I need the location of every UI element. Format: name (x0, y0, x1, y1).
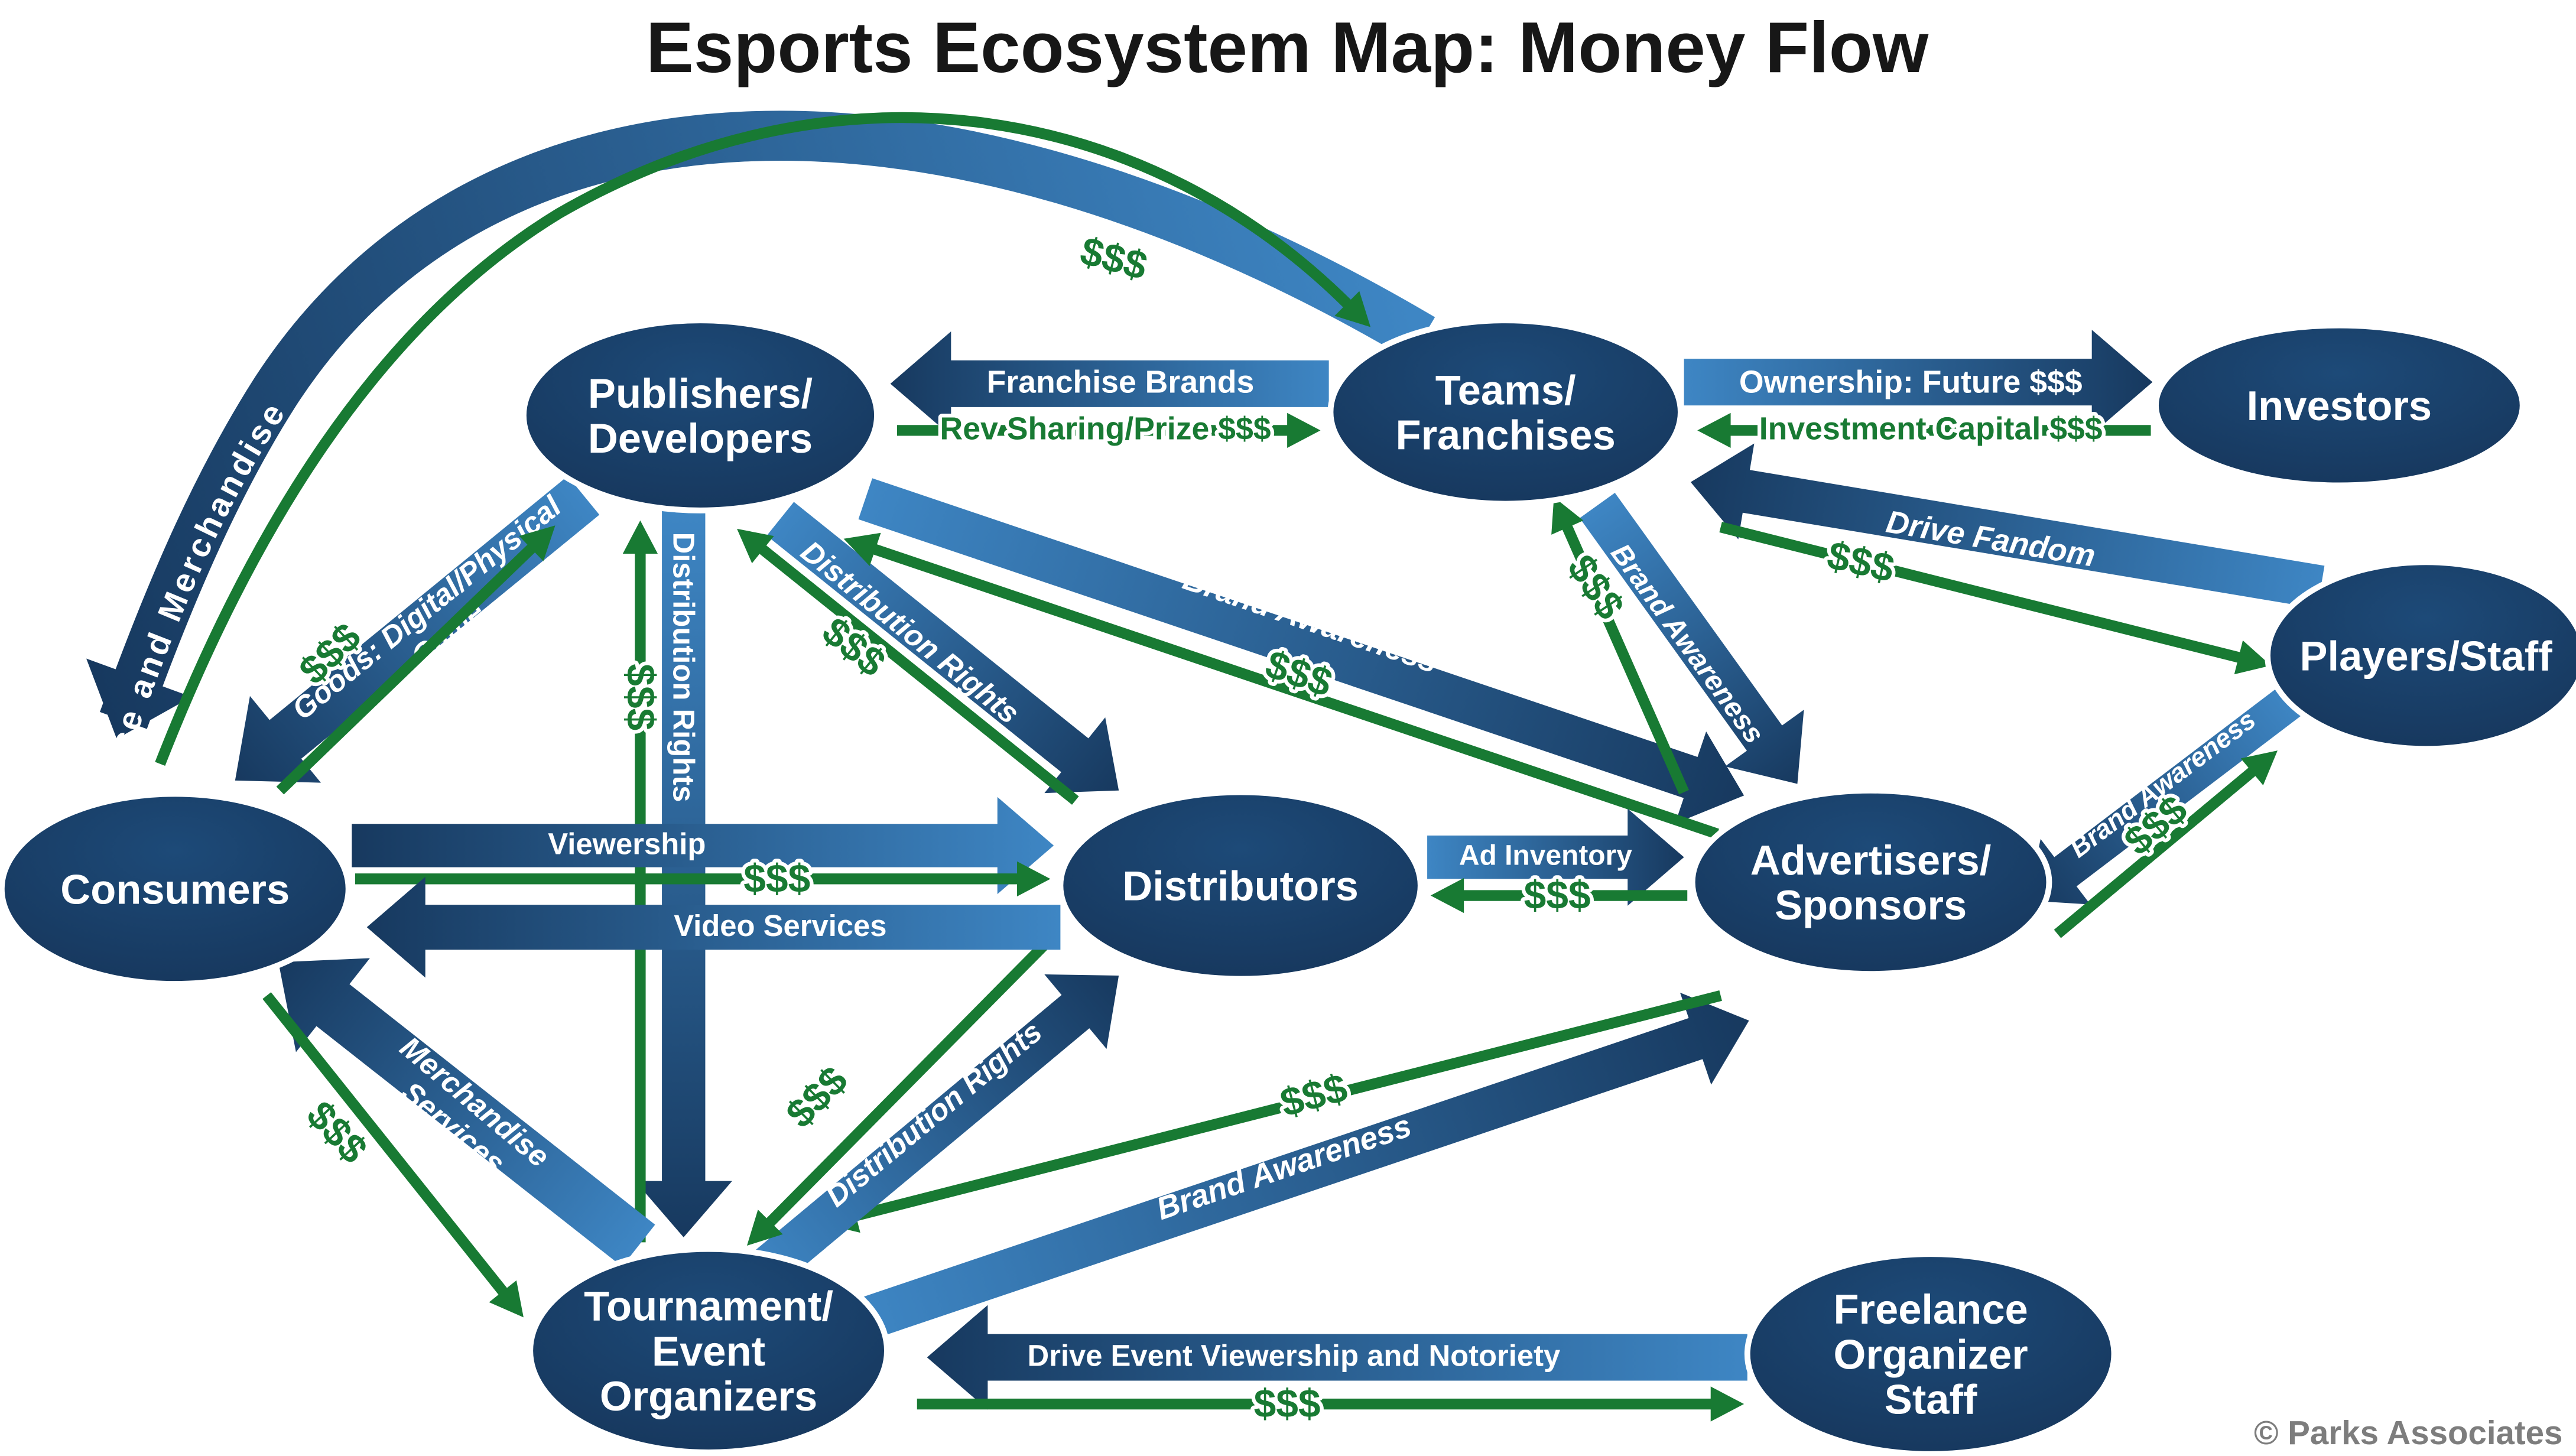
edge-label: $$$ (1276, 1065, 1352, 1126)
arrowhead-icon (2234, 640, 2271, 675)
nodes-layer: Consumers Publishers/Developers Teams/Fran… (0, 317, 2576, 1456)
arrowhead-icon (843, 532, 881, 566)
arrowhead-icon (1551, 497, 1584, 535)
arrowhead-icon (489, 1280, 524, 1318)
arrowhead-icon (635, 1181, 732, 1237)
node-label: Advertisers/Sponsors (1750, 836, 1992, 928)
arrowhead-icon (1430, 878, 1464, 914)
edge-label: Distribution Rights (667, 532, 700, 802)
edge-freelance-tournament-drive-event: Drive Event Viewership and Notoriety (927, 1305, 1747, 1410)
node-publishers: Publishers/Developers (520, 317, 880, 514)
arrowhead-icon (746, 1210, 783, 1246)
edge-distributors-consumers-video-services: Video Services (366, 876, 1061, 978)
edge-teams-investors-ownership: Ownership: Future $$$ (1684, 330, 2153, 435)
edge-label: Ad Inventory (1459, 840, 1632, 871)
arrowhead-icon (86, 658, 192, 739)
node-distributors: Distributors (1057, 789, 1424, 982)
arrowhead-icon (890, 331, 951, 436)
edge-pubs-teams-money: Rev Sharing/Prize $$$ (896, 407, 1321, 450)
arrowhead-icon (1044, 717, 1119, 794)
arrowhead-icon (1690, 443, 1755, 540)
arrowhead-icon (1697, 412, 1731, 448)
arrowhead-icon (519, 525, 556, 561)
arrowhead-icon (1680, 992, 1749, 1085)
edge-investors-teams-money: Investment Capital $$$ (1697, 407, 2151, 450)
node-players: Players/Staff (2265, 559, 2576, 752)
node-advertisers: Advertisers/Sponsors (1689, 787, 2052, 977)
edge-label: Investment Capital $$$ (1759, 411, 2103, 447)
arrowhead-icon (366, 876, 425, 978)
arrowhead-icon (1725, 710, 1804, 784)
arrowhead-icon (2240, 750, 2278, 785)
node-label: Players/Staff (2299, 632, 2552, 679)
node-label: Distributors (1122, 862, 1359, 909)
arrowhead-icon (1334, 291, 1371, 327)
edge-label: Viewership (548, 827, 706, 861)
arrowhead-icon (278, 958, 370, 1052)
arrowhead-icon (1628, 808, 1684, 906)
arrowhead-icon (927, 1305, 988, 1410)
edge-teams-pubs-franchise-brands: Franchise Brands (890, 331, 1329, 436)
node-investors: Investors (2153, 322, 2526, 489)
edge-consumers-distributors-viewership: Viewership (352, 797, 1054, 895)
arrowhead-icon (2091, 330, 2153, 435)
arrowhead-icon (1287, 412, 1321, 448)
edge-label: $$$ (618, 664, 662, 730)
node-label: Investors (2247, 382, 2432, 429)
edge-consumers-distributors-money: $$$ (355, 853, 1051, 905)
arrowhead-icon (235, 696, 321, 783)
diagram-title: Esports Ecosystem Map: Money Flow (646, 7, 1929, 87)
node-consumers: Consumers (0, 791, 352, 987)
arrowhead-icon (622, 520, 658, 554)
edge-distributors-advertisers-ad-inventory: Ad Inventory (1427, 808, 1684, 906)
arrowhead-icon (1017, 861, 1051, 896)
arrowhead-icon (997, 797, 1054, 895)
arrowhead-icon (1675, 731, 1745, 824)
edge-advertisers-distributors-money: $$$ (1430, 870, 1688, 921)
arrowhead-icon (1710, 1386, 1745, 1422)
edge-label: Ownership: Future $$$ (1739, 365, 2083, 400)
node-label: Publishers/Developers (588, 369, 813, 461)
edge-tournament-freelance-money: $$$ (917, 1378, 1745, 1430)
edge-label: $$$ (1254, 1382, 1321, 1426)
arrowhead-icon (737, 528, 774, 564)
edge-label: Franchise Brands (987, 365, 1255, 400)
edge-label: Rev Sharing/Prize $$$ (940, 411, 1271, 447)
edge-label: Video Services (674, 909, 886, 942)
edge-tournament-pubs-money: $$$ (615, 520, 666, 1243)
node-label: Consumers (60, 866, 290, 912)
edge-label: $$$ (743, 857, 810, 901)
node-teams: Teams/Franchises (1327, 317, 1684, 507)
node-label: Teams/Franchises (1396, 366, 1616, 458)
arrowhead-icon (1044, 974, 1119, 1049)
credit-text: © Parks Associates (2254, 1414, 2562, 1451)
edge-label: Drive Event Viewership and Notoriety (1027, 1339, 1560, 1373)
edge-label: $$$ (1524, 873, 1591, 918)
